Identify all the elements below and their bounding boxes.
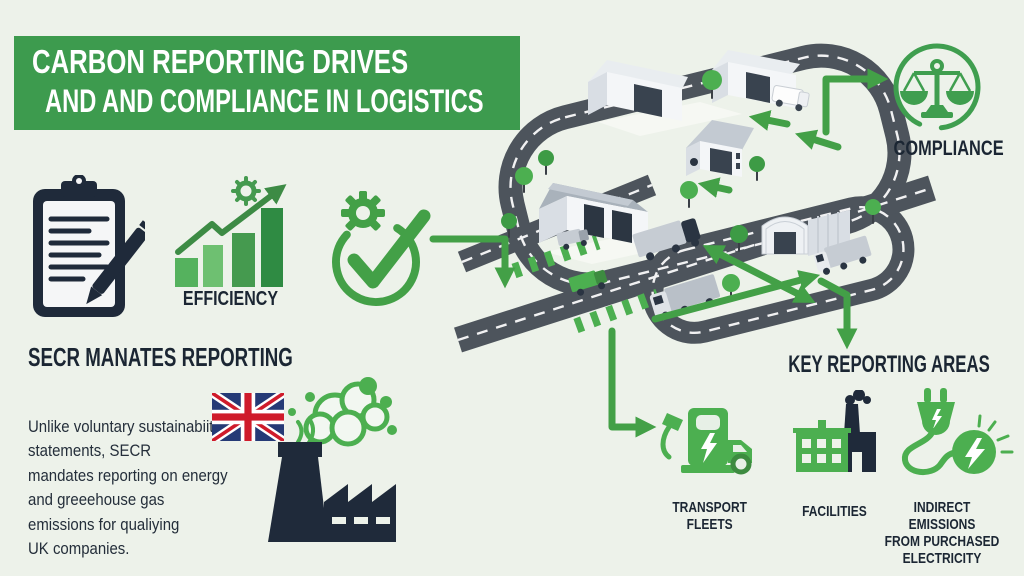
secr-heading: SECR MANATES REPORTING xyxy=(28,342,293,372)
flow-arrows xyxy=(429,68,889,438)
transport-fleets-label: TRANSPORT FLEETS xyxy=(672,499,748,533)
title-banner: CARBON REPORTING DRIVES AND AND COMPLIAN… xyxy=(14,36,520,130)
logistics-road-map-illustration xyxy=(429,43,936,438)
arrow-two-way xyxy=(702,245,816,303)
small-truck xyxy=(556,228,589,250)
arrow-small-left xyxy=(748,110,791,131)
truck xyxy=(632,218,701,261)
title-line-2: AND AND COMPLIANCE IN LOGISTICS xyxy=(45,83,484,119)
trees xyxy=(501,70,881,301)
gear-icon xyxy=(341,191,385,231)
arrow-from-check-icon xyxy=(429,235,516,289)
arrow-up-right xyxy=(651,270,821,323)
crosswalk xyxy=(511,234,601,279)
factory-smoke-icon xyxy=(268,377,397,542)
depot-house xyxy=(686,120,754,177)
plug-bolt-icon xyxy=(902,388,1014,475)
factory-silhouette xyxy=(268,442,396,542)
rays xyxy=(977,414,1014,454)
arrow-to-key-areas xyxy=(817,277,858,350)
efficiency-label: EFFICIENCY xyxy=(182,288,278,310)
checkmark xyxy=(347,209,431,289)
arrow-to-transport xyxy=(608,327,657,438)
white-van xyxy=(771,85,810,112)
facilities-label: FACILITIES xyxy=(801,503,867,520)
warehouse-building xyxy=(588,60,688,121)
pen xyxy=(86,220,145,305)
green-building xyxy=(793,420,851,472)
factory-building-icon xyxy=(793,390,876,472)
green-van xyxy=(568,269,608,296)
indirect-emissions-label: INDIRECT EMISSIONS FROM PURCHASED ELECTR… xyxy=(884,499,1000,567)
fuel-pump-truck-icon xyxy=(660,408,752,475)
uk-flag-icon xyxy=(212,393,284,441)
apron xyxy=(598,102,742,136)
arrow-small-left xyxy=(697,177,733,198)
clipboard-pen-icon xyxy=(33,175,145,317)
efficiency-growth-chart-icon xyxy=(175,176,287,287)
scales-icon xyxy=(893,43,981,131)
key-reporting-heading: KEY REPORTING AREAS xyxy=(788,351,990,378)
arrow-to-compliance xyxy=(822,68,889,136)
crosswalk xyxy=(573,288,661,334)
title-line-1: CARBON REPORTING DRIVES xyxy=(32,43,409,80)
gear-icon xyxy=(231,176,261,206)
semi-truck xyxy=(813,235,872,275)
smoke-cloud xyxy=(288,377,397,447)
compliance-label: COMPLIANCE xyxy=(893,137,1004,160)
gear-checkmark-icon xyxy=(332,191,431,306)
secr-body-text: Unlike voluntary sustainabiity statement… xyxy=(28,416,228,559)
truck xyxy=(728,440,752,475)
arrow-small-left xyxy=(794,129,842,151)
